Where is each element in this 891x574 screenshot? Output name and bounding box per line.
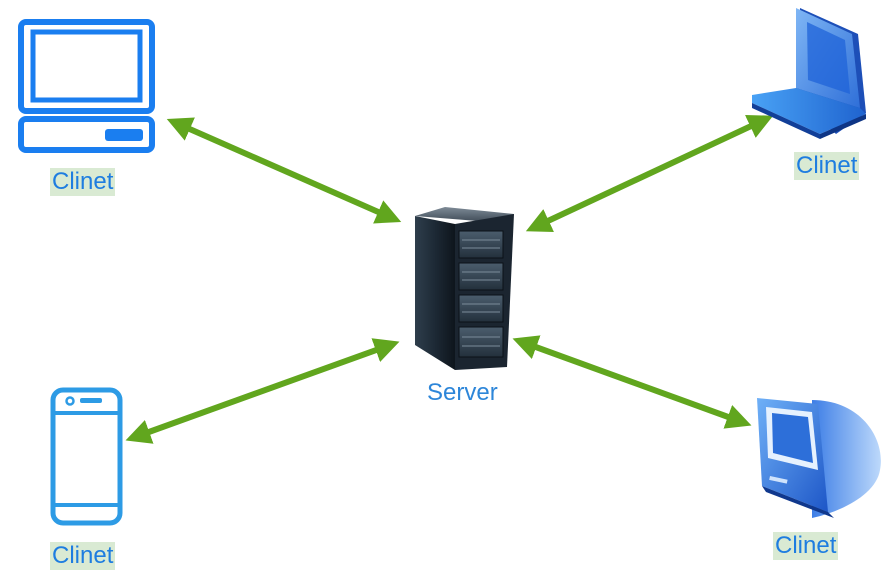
connector-client-bottom-right-server xyxy=(512,335,752,429)
client-label-top-left: Clinet xyxy=(50,168,116,196)
client-label-top-right: Clinet xyxy=(794,152,860,180)
server-rack-icon xyxy=(415,207,514,370)
client-label-bottom-left: Clinet xyxy=(50,542,116,570)
server-label: Server xyxy=(425,379,500,407)
connectors xyxy=(125,114,774,444)
connector-client-bottom-left-server xyxy=(125,338,400,444)
imac-computer-icon xyxy=(757,398,881,518)
desktop-monitor-icon xyxy=(18,19,155,153)
connector-client-top-right-server xyxy=(525,114,774,233)
connector-client-top-left-server xyxy=(166,117,402,224)
laptop-icon xyxy=(752,8,866,139)
smartphone-icon xyxy=(50,387,123,526)
client-label-bottom-right: Clinet xyxy=(773,532,839,560)
